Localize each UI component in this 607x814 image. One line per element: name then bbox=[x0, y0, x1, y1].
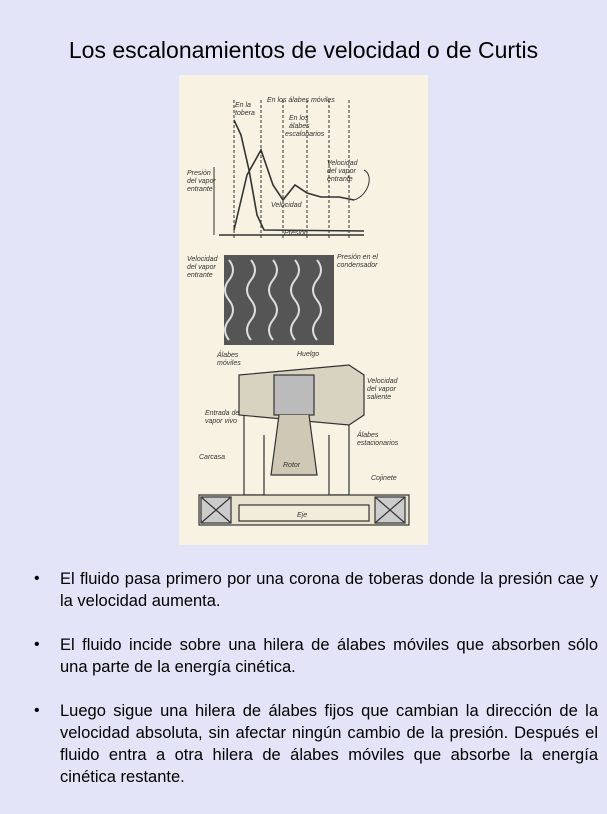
label-velocidad-vapor-entrante-left: Velocidad bbox=[187, 256, 219, 263]
svg-text:entrante: entrante bbox=[327, 176, 353, 183]
bullet-item-2: • El fluido incide sobre una hilera de ál… bbox=[34, 634, 598, 678]
label-alabes-moviles: Álabes bbox=[216, 350, 239, 359]
svg-text:condensador: condensador bbox=[337, 262, 378, 269]
bullet-text-1: El fluido pasa primero por una corona de… bbox=[60, 570, 598, 610]
turbine-cross-section bbox=[198, 364, 410, 526]
bullet-text-2: El fluido incide sobre una hilera de ála… bbox=[60, 636, 598, 676]
label-presion-condensador: Presión en el bbox=[337, 254, 378, 261]
pressure-velocity-graph bbox=[213, 100, 370, 240]
label-alabes-escalonarios: En los bbox=[289, 115, 309, 122]
bullet-list: • El fluido pasa primero por una corona d… bbox=[34, 568, 598, 810]
svg-text:tobera: tobera bbox=[235, 110, 255, 117]
blade-rows bbox=[224, 255, 334, 345]
label-velocidad-vapor-entrante-top: Velocidad bbox=[327, 160, 359, 167]
bullet-glyph: • bbox=[34, 636, 40, 653]
bullet-glyph: • bbox=[34, 702, 40, 719]
svg-text:del vapor: del vapor bbox=[187, 178, 216, 185]
label-alabes-estacionarios: Álabes bbox=[356, 430, 379, 439]
svg-text:del vapor: del vapor bbox=[187, 264, 216, 271]
bullet-text-3: Luego sigue una hilera de álabes fijos q… bbox=[60, 702, 598, 786]
svg-text:álabes: álabes bbox=[289, 123, 310, 130]
svg-text:entrante: entrante bbox=[187, 272, 213, 279]
label-alabes-moviles-top: En los álabes móviles bbox=[267, 97, 335, 104]
curtis-stage-diagram: En la tobera En los álabes móviles En lo… bbox=[179, 75, 428, 545]
bullet-item-3: • Luego sigue una hilera de álabes fijos … bbox=[34, 700, 598, 788]
label-entrada-vapor-vivo: Entrada de bbox=[205, 410, 239, 417]
svg-text:estacionarios: estacionarios bbox=[357, 440, 399, 447]
label-velocidad-vapor-saliente: Velocidad bbox=[367, 378, 399, 385]
svg-text:saliente: saliente bbox=[367, 394, 391, 401]
label-rotor: Rotor bbox=[283, 462, 301, 469]
svg-text:entrante: entrante bbox=[187, 186, 213, 193]
bullet-item-1: • El fluido pasa primero por una corona d… bbox=[34, 568, 598, 612]
label-velocidad: Velocidad bbox=[271, 202, 303, 209]
bullet-glyph: • bbox=[34, 570, 40, 587]
svg-text:escalonarios: escalonarios bbox=[285, 131, 325, 138]
label-presion-vapor-entrante: Presión bbox=[187, 170, 211, 177]
label-carcasa: Carcasa bbox=[199, 454, 225, 461]
label-eje: Eje bbox=[297, 512, 307, 519]
svg-text:móviles: móviles bbox=[217, 360, 241, 367]
diagram-svg: En la tobera En los álabes móviles En lo… bbox=[187, 97, 410, 526]
label-en-toberas: En la bbox=[235, 102, 251, 109]
page-title: Los escalonamientos de velocidad o de Cu… bbox=[68, 37, 539, 64]
svg-text:del vapor: del vapor bbox=[367, 386, 396, 393]
label-huelgo: Huelgo bbox=[297, 351, 319, 358]
svg-text:del vapor: del vapor bbox=[327, 168, 356, 175]
svg-text:vapor vivo: vapor vivo bbox=[205, 418, 237, 425]
label-presion: Presión bbox=[284, 230, 308, 237]
label-cojinete: Cojinete bbox=[371, 475, 397, 482]
